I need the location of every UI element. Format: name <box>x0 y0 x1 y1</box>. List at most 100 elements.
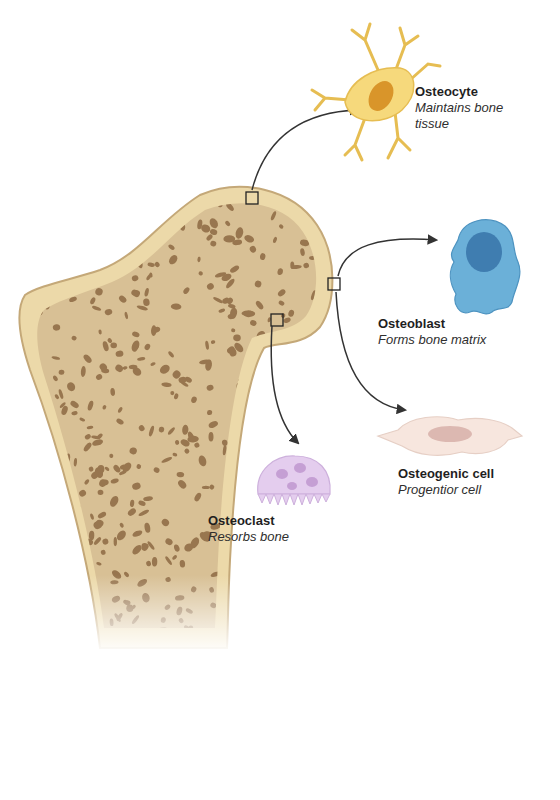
trabecula-spot <box>98 362 108 372</box>
trabecula-spot <box>167 350 175 358</box>
trabecula-spot <box>176 472 184 478</box>
trabecula-spot <box>164 227 168 232</box>
trabecula-spot <box>229 264 240 274</box>
trabecula-spot <box>209 432 214 442</box>
trabecula-spot <box>70 280 77 289</box>
osteocyte-nucleus <box>363 77 398 116</box>
trabecula-spot <box>187 435 199 442</box>
trabecula-spot <box>71 411 78 416</box>
trabecula-spot <box>321 200 331 213</box>
trabecula-spot <box>299 239 310 247</box>
trabecula-spot <box>150 326 161 335</box>
trabecula-spot <box>254 548 267 560</box>
trabecular-pattern <box>26 185 334 644</box>
trabecula-spot <box>167 426 176 435</box>
dendrite <box>352 24 378 70</box>
sample-box <box>328 278 340 290</box>
trabecula-spot <box>91 438 103 447</box>
dendrite <box>312 90 350 110</box>
trabecula-spot <box>168 243 176 250</box>
trabecula-spot <box>79 210 91 217</box>
trabecula-spot <box>299 426 306 438</box>
osteoclast-nucleus <box>306 477 318 487</box>
trabecula-spot <box>71 503 82 513</box>
trabecula-spot <box>27 348 37 355</box>
trabecula-spot <box>87 426 94 430</box>
trabecula-spot <box>78 489 87 498</box>
trabecula-spot <box>131 482 141 491</box>
trabecula-spot <box>84 433 92 440</box>
trabecula-spot <box>41 531 46 540</box>
trabecula-spot <box>173 198 183 209</box>
trabecula-spot <box>178 219 187 231</box>
trabecula-spot <box>190 210 194 218</box>
trabecula-spot <box>48 210 61 222</box>
cell-name: Osteocyte <box>415 84 545 100</box>
trabecula-spot <box>146 560 152 566</box>
cell-name: Osteoclast <box>208 513 348 529</box>
osteoblast-nucleus <box>466 232 502 272</box>
trabecula-spot <box>287 309 294 317</box>
trabecula-spot <box>255 300 265 311</box>
trabecula-spot <box>44 413 49 419</box>
trabecula-spot <box>158 426 164 432</box>
trabecula-spot <box>291 372 301 382</box>
trabecula-spot <box>52 324 60 331</box>
trabecula-spot <box>130 499 135 507</box>
trabecula-spot <box>114 537 117 546</box>
trabecula-spot <box>65 381 76 393</box>
trabecula-spot <box>298 349 306 354</box>
trabecula-spot <box>102 538 109 545</box>
trabecula-spot <box>183 542 195 554</box>
trabecula-spot <box>212 296 223 304</box>
trabecula-spot <box>69 260 75 266</box>
trabecula-spot <box>239 452 245 458</box>
trabecula-spot <box>255 401 264 407</box>
trabecula-spot <box>112 464 122 474</box>
trabecula-spot <box>218 308 226 314</box>
trabecula-spot <box>313 332 320 340</box>
trabecula-spot <box>283 401 295 409</box>
trabecula-spot <box>64 510 76 522</box>
trabecula-spot <box>147 540 156 550</box>
trabecula-spot <box>130 288 139 297</box>
osteoblast-body <box>450 220 520 314</box>
trabecula-spot <box>41 529 47 536</box>
trabecula-spot <box>80 272 87 280</box>
trabecula-spot <box>26 401 35 410</box>
ruffled-border <box>258 494 330 505</box>
trabecula-spot <box>115 529 128 542</box>
trabecula-spot <box>80 264 87 276</box>
trabecula-spot <box>237 386 246 397</box>
trabecula-spot <box>222 445 227 456</box>
trabecula-spot <box>209 228 218 236</box>
trabecula-spot <box>91 239 101 248</box>
cell-name: Osteogenic cell <box>398 466 548 482</box>
trabecula-spot <box>240 362 252 375</box>
trabecula-spot <box>292 411 299 417</box>
trabecula-spot <box>298 430 311 441</box>
trabecula-spot <box>49 287 54 293</box>
trabecula-spot <box>138 424 146 432</box>
trabecula-spot <box>309 333 319 344</box>
trabecula-spot <box>110 233 117 245</box>
trabecula-spot <box>161 456 173 464</box>
trabecula-spot <box>320 266 329 274</box>
trabecula-spot <box>44 520 53 528</box>
trabecula-spot <box>234 227 244 240</box>
trabecula-spot <box>205 341 210 350</box>
trabecula-spot <box>115 350 124 357</box>
trabecula-spot <box>314 296 324 309</box>
trabecula-spot <box>250 494 256 502</box>
trabecula-spot <box>127 234 137 240</box>
trabecula-spot <box>321 189 326 196</box>
trabecula-spot <box>192 197 200 205</box>
trabecula-spot <box>309 227 317 233</box>
trabecula-spot <box>197 455 207 468</box>
trabecula-spot <box>60 405 69 416</box>
trabecula-spot <box>159 193 166 200</box>
trabecula-spot <box>289 443 295 452</box>
trabecula-spot <box>148 425 155 437</box>
trabecula-spot <box>65 191 69 202</box>
